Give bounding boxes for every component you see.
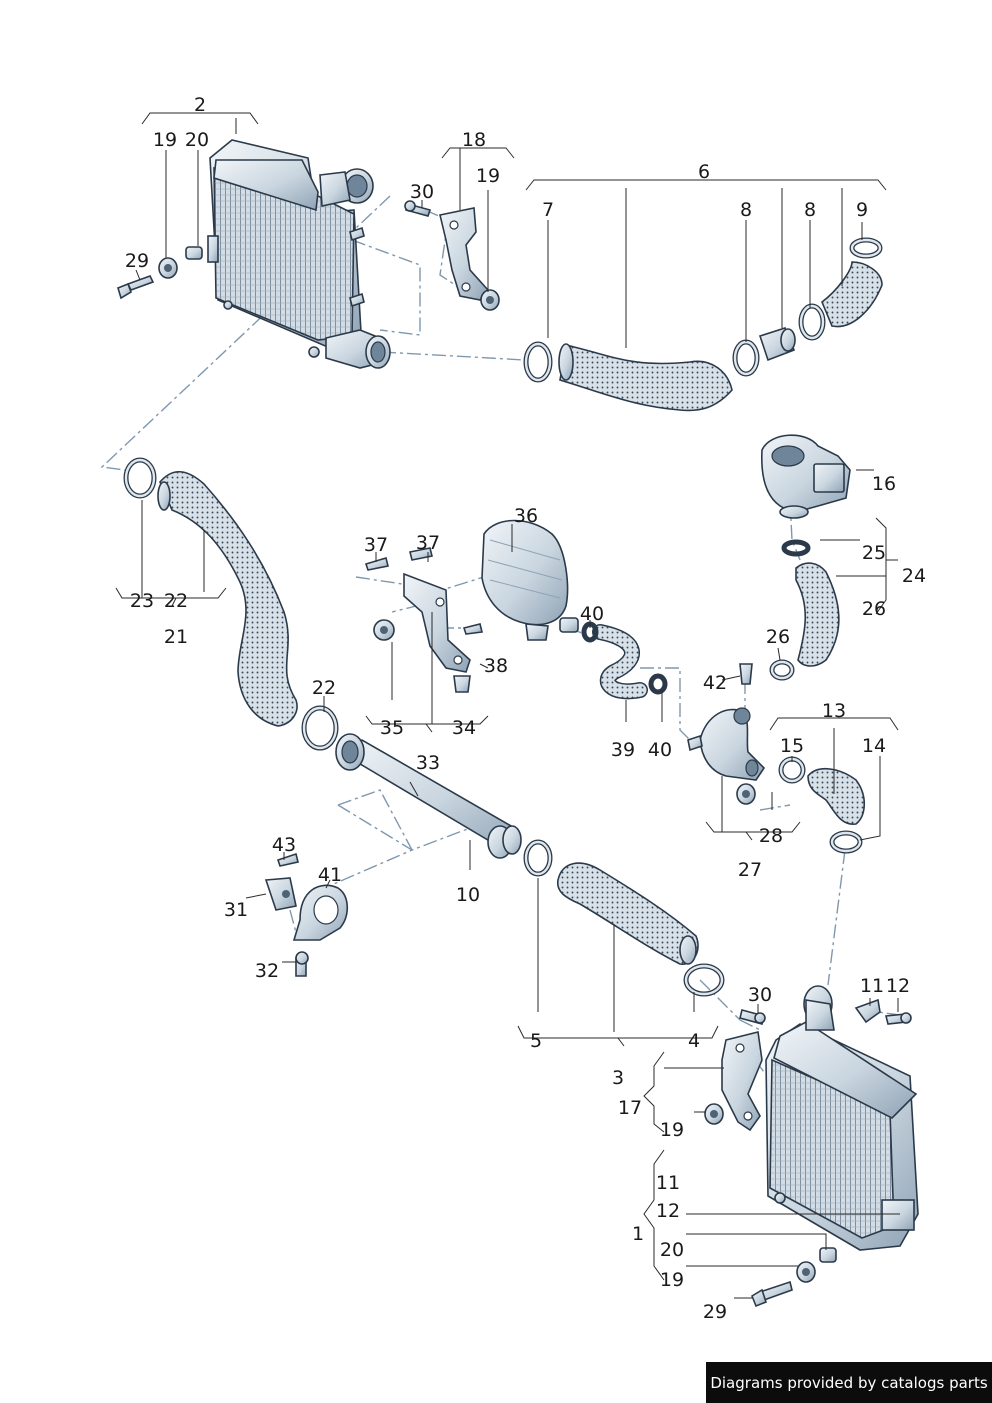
callout-7: 7 [542, 199, 554, 221]
callout-8: 8 [740, 199, 752, 221]
callout-36: 36 [514, 505, 538, 527]
callout-19: 19 [660, 1269, 684, 1291]
callout-22: 22 [164, 590, 188, 612]
callout-33: 33 [416, 752, 440, 774]
callout-30: 30 [748, 984, 772, 1006]
callout-43: 43 [272, 834, 296, 856]
lower-charge-hose [556, 862, 725, 997]
callout-11: 11 [656, 1172, 680, 1194]
callout-21: 21 [164, 626, 188, 648]
lower-intercooler [765, 985, 919, 1251]
callout-17: 17 [618, 1097, 642, 1119]
callout-41: 41 [318, 864, 342, 886]
resonator [481, 519, 579, 641]
callout-26: 26 [862, 598, 886, 620]
callout-25: 25 [862, 542, 886, 564]
callout-40: 40 [648, 739, 672, 761]
bracket-upper [404, 200, 500, 311]
callout-9: 9 [856, 199, 868, 221]
middle-charge-pipe [335, 733, 553, 877]
callout-29: 29 [703, 1301, 727, 1323]
callout-4: 4 [688, 1030, 700, 1052]
connector-hose [778, 756, 866, 854]
callout-19: 19 [153, 129, 177, 151]
callout-20: 20 [660, 1239, 684, 1261]
throttle-hose [739, 562, 840, 685]
callout-13: 13 [822, 700, 846, 722]
callout-40: 40 [580, 603, 604, 625]
callout-31: 31 [224, 899, 248, 921]
callout-5: 5 [530, 1030, 542, 1052]
callout-22: 22 [312, 677, 336, 699]
callout-1: 1 [632, 1223, 644, 1245]
callout-28: 28 [759, 825, 783, 847]
callout-11: 11 [860, 975, 884, 997]
callout-26: 26 [766, 626, 790, 648]
callout-6: 6 [698, 161, 710, 183]
callout-15: 15 [780, 735, 804, 757]
callout-2: 2 [194, 94, 206, 116]
upper-intercooler [207, 139, 391, 369]
credit-banner: Diagrams provided by catalogs parts [706, 1362, 992, 1403]
callout-labels: 2 19 20 29 18 30 19 6 7 8 8 9 16 36 37 3… [125, 94, 926, 1323]
callout-37: 37 [364, 534, 388, 556]
lower-hardware [704, 998, 912, 1308]
callout-19: 19 [660, 1119, 684, 1141]
callout-38: 38 [484, 655, 508, 677]
callout-18: 18 [462, 129, 486, 151]
callout-12: 12 [656, 1200, 680, 1222]
callout-29: 29 [125, 250, 149, 272]
callout-23: 23 [130, 590, 154, 612]
callout-20: 20 [185, 129, 209, 151]
leader-lines [115, 112, 900, 1299]
callout-12: 12 [886, 975, 910, 997]
left-long-hose [123, 457, 339, 751]
callout-24: 24 [902, 565, 926, 587]
callout-10: 10 [456, 884, 480, 906]
callout-34: 34 [452, 717, 476, 739]
throttle-body [761, 434, 851, 557]
small-breather-hose [581, 621, 668, 700]
callout-3: 3 [612, 1067, 624, 1089]
resonator-bracket [364, 547, 483, 693]
callout-19: 19 [476, 165, 500, 187]
upper-left-hardware [117, 226, 365, 308]
callout-37: 37 [416, 532, 440, 554]
callout-27: 27 [738, 859, 762, 881]
upper-charge-hose [523, 237, 883, 412]
callout-14: 14 [862, 735, 886, 757]
callout-32: 32 [255, 960, 279, 982]
callout-30: 30 [410, 181, 434, 203]
callout-16: 16 [872, 473, 896, 495]
pipe-connector [687, 707, 766, 805]
callout-42: 42 [703, 672, 727, 694]
pipe-holder-bracket [264, 852, 349, 977]
callout-39: 39 [611, 739, 635, 761]
callout-8: 8 [804, 199, 816, 221]
callout-35: 35 [380, 717, 404, 739]
